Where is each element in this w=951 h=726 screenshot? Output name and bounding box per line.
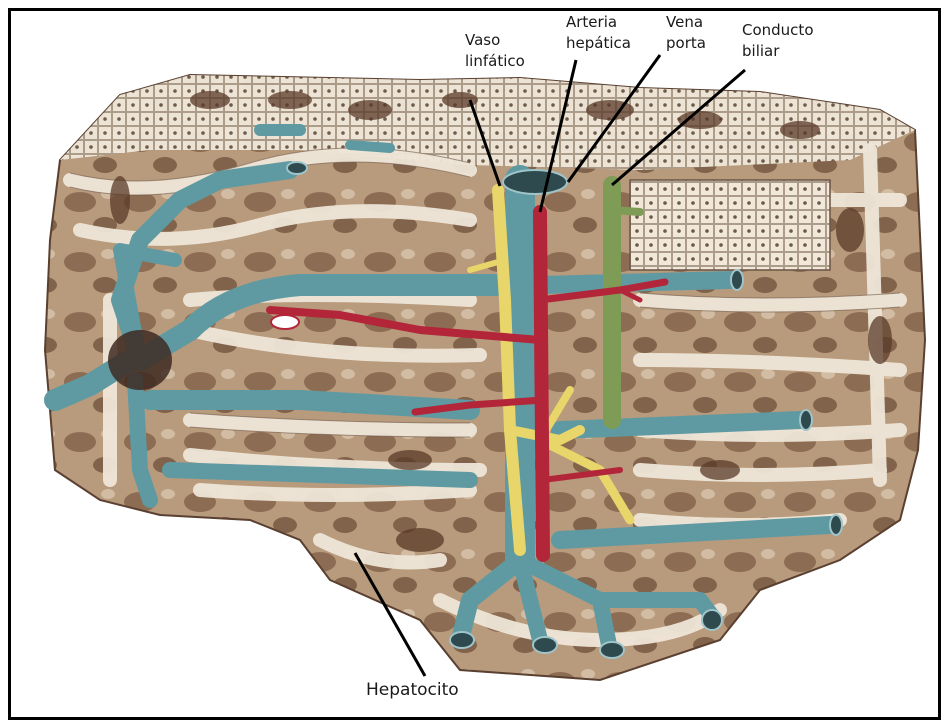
label-vena-porta-line1: Vena: [666, 12, 706, 33]
liver-lobule-illustration: [8, 8, 941, 720]
label-conducto-biliar: Conducto biliar: [742, 20, 814, 62]
artery-end: [271, 315, 299, 329]
label-vena-porta-line2: porta: [666, 33, 706, 54]
cut-face-cells: [630, 180, 830, 270]
label-conducto-biliar-line1: Conducto: [742, 20, 814, 41]
central-vein: [108, 330, 172, 390]
label-arteria-hepatica-line2: hepática: [566, 33, 631, 54]
label-vena-porta: Vena porta: [666, 12, 706, 54]
figure-frame: [8, 8, 941, 720]
label-hepatocito: Hepatocito: [366, 680, 459, 701]
label-vaso-linfatico: Vaso linfático: [465, 30, 525, 72]
label-vaso-linfatico-line1: Vaso: [465, 30, 525, 51]
label-conducto-biliar-line2: biliar: [742, 41, 814, 62]
label-arteria-hepatica-line1: Arteria: [566, 12, 631, 33]
label-vaso-linfatico-line2: linfático: [465, 51, 525, 72]
label-arteria-hepatica: Arteria hepática: [566, 12, 631, 54]
